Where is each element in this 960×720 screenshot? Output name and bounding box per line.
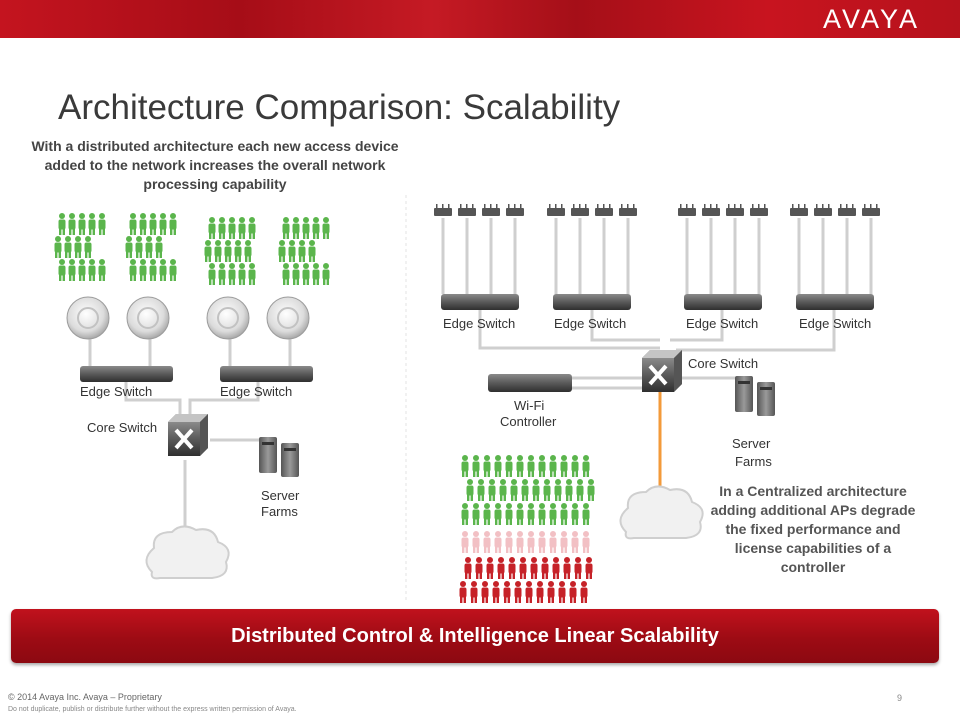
avaya-logo: AVAYA xyxy=(822,4,920,34)
left-user-groups xyxy=(54,213,330,285)
edge-switch-label: Edge Switch xyxy=(799,316,871,331)
user-group-4 xyxy=(278,217,330,285)
right-access-points xyxy=(434,204,880,216)
access-point-icon xyxy=(206,296,250,340)
network-cloud-icon xyxy=(145,525,230,580)
conclusion-banner: Distributed Control & Intelligence Linea… xyxy=(11,609,939,663)
footer-notice: Do not duplicate, publish or distribute … xyxy=(8,706,297,713)
edge-switch-label: Edge Switch xyxy=(554,316,626,331)
left-access-points xyxy=(66,296,310,340)
core-switch-label: Core Switch xyxy=(87,420,157,435)
controller-label: Wi-Fi xyxy=(514,398,544,413)
edge-switch-label: Edge Switch xyxy=(686,316,758,331)
edge-switch-icon xyxy=(553,294,631,310)
core-switch-label: Core Switch xyxy=(688,356,758,371)
access-point-icon xyxy=(126,296,170,340)
access-point-icon xyxy=(266,296,310,340)
footer-copyright: © 2014 Avaya Inc. Avaya – Proprietary xyxy=(8,692,162,702)
edge-switch-icon xyxy=(220,366,313,382)
left-links xyxy=(88,336,292,535)
core-switch-icon xyxy=(640,348,684,394)
page-number: 9 xyxy=(897,693,903,703)
network-cloud-icon xyxy=(619,485,704,540)
edge-switch-label: Edge Switch xyxy=(220,384,292,399)
centralized-caption: In a Centralized architecture adding add… xyxy=(710,483,916,575)
server-label: Server xyxy=(261,488,300,503)
server-farm-icon xyxy=(735,376,775,416)
server-label: Farms xyxy=(261,504,298,519)
page-title: Architecture Comparison: Scalability xyxy=(58,88,621,127)
controller-label: Controller xyxy=(500,414,557,429)
server-label: Farms xyxy=(735,454,772,469)
access-point-icon xyxy=(66,296,110,340)
edge-switch-icon xyxy=(80,366,173,382)
wifi-controller-icon xyxy=(488,374,572,392)
server-farm-icon xyxy=(259,437,299,477)
user-group-1 xyxy=(54,213,106,281)
user-group-2 xyxy=(125,213,177,281)
edge-switch-icon xyxy=(684,294,762,310)
edge-switch-label: Edge Switch xyxy=(80,384,152,399)
distributed-caption: With a distributed architecture each new… xyxy=(31,138,399,192)
edge-switch-label: Edge Switch xyxy=(443,316,515,331)
edge-switch-icon xyxy=(796,294,874,310)
right-user-crowd xyxy=(459,455,595,603)
server-label: Server xyxy=(732,436,771,451)
top-brand-bar: AVAYA xyxy=(0,0,960,38)
right-ap-links xyxy=(441,218,873,390)
edge-switch-icon xyxy=(441,294,519,310)
core-switch-icon xyxy=(166,412,210,458)
user-group-3 xyxy=(204,217,256,285)
